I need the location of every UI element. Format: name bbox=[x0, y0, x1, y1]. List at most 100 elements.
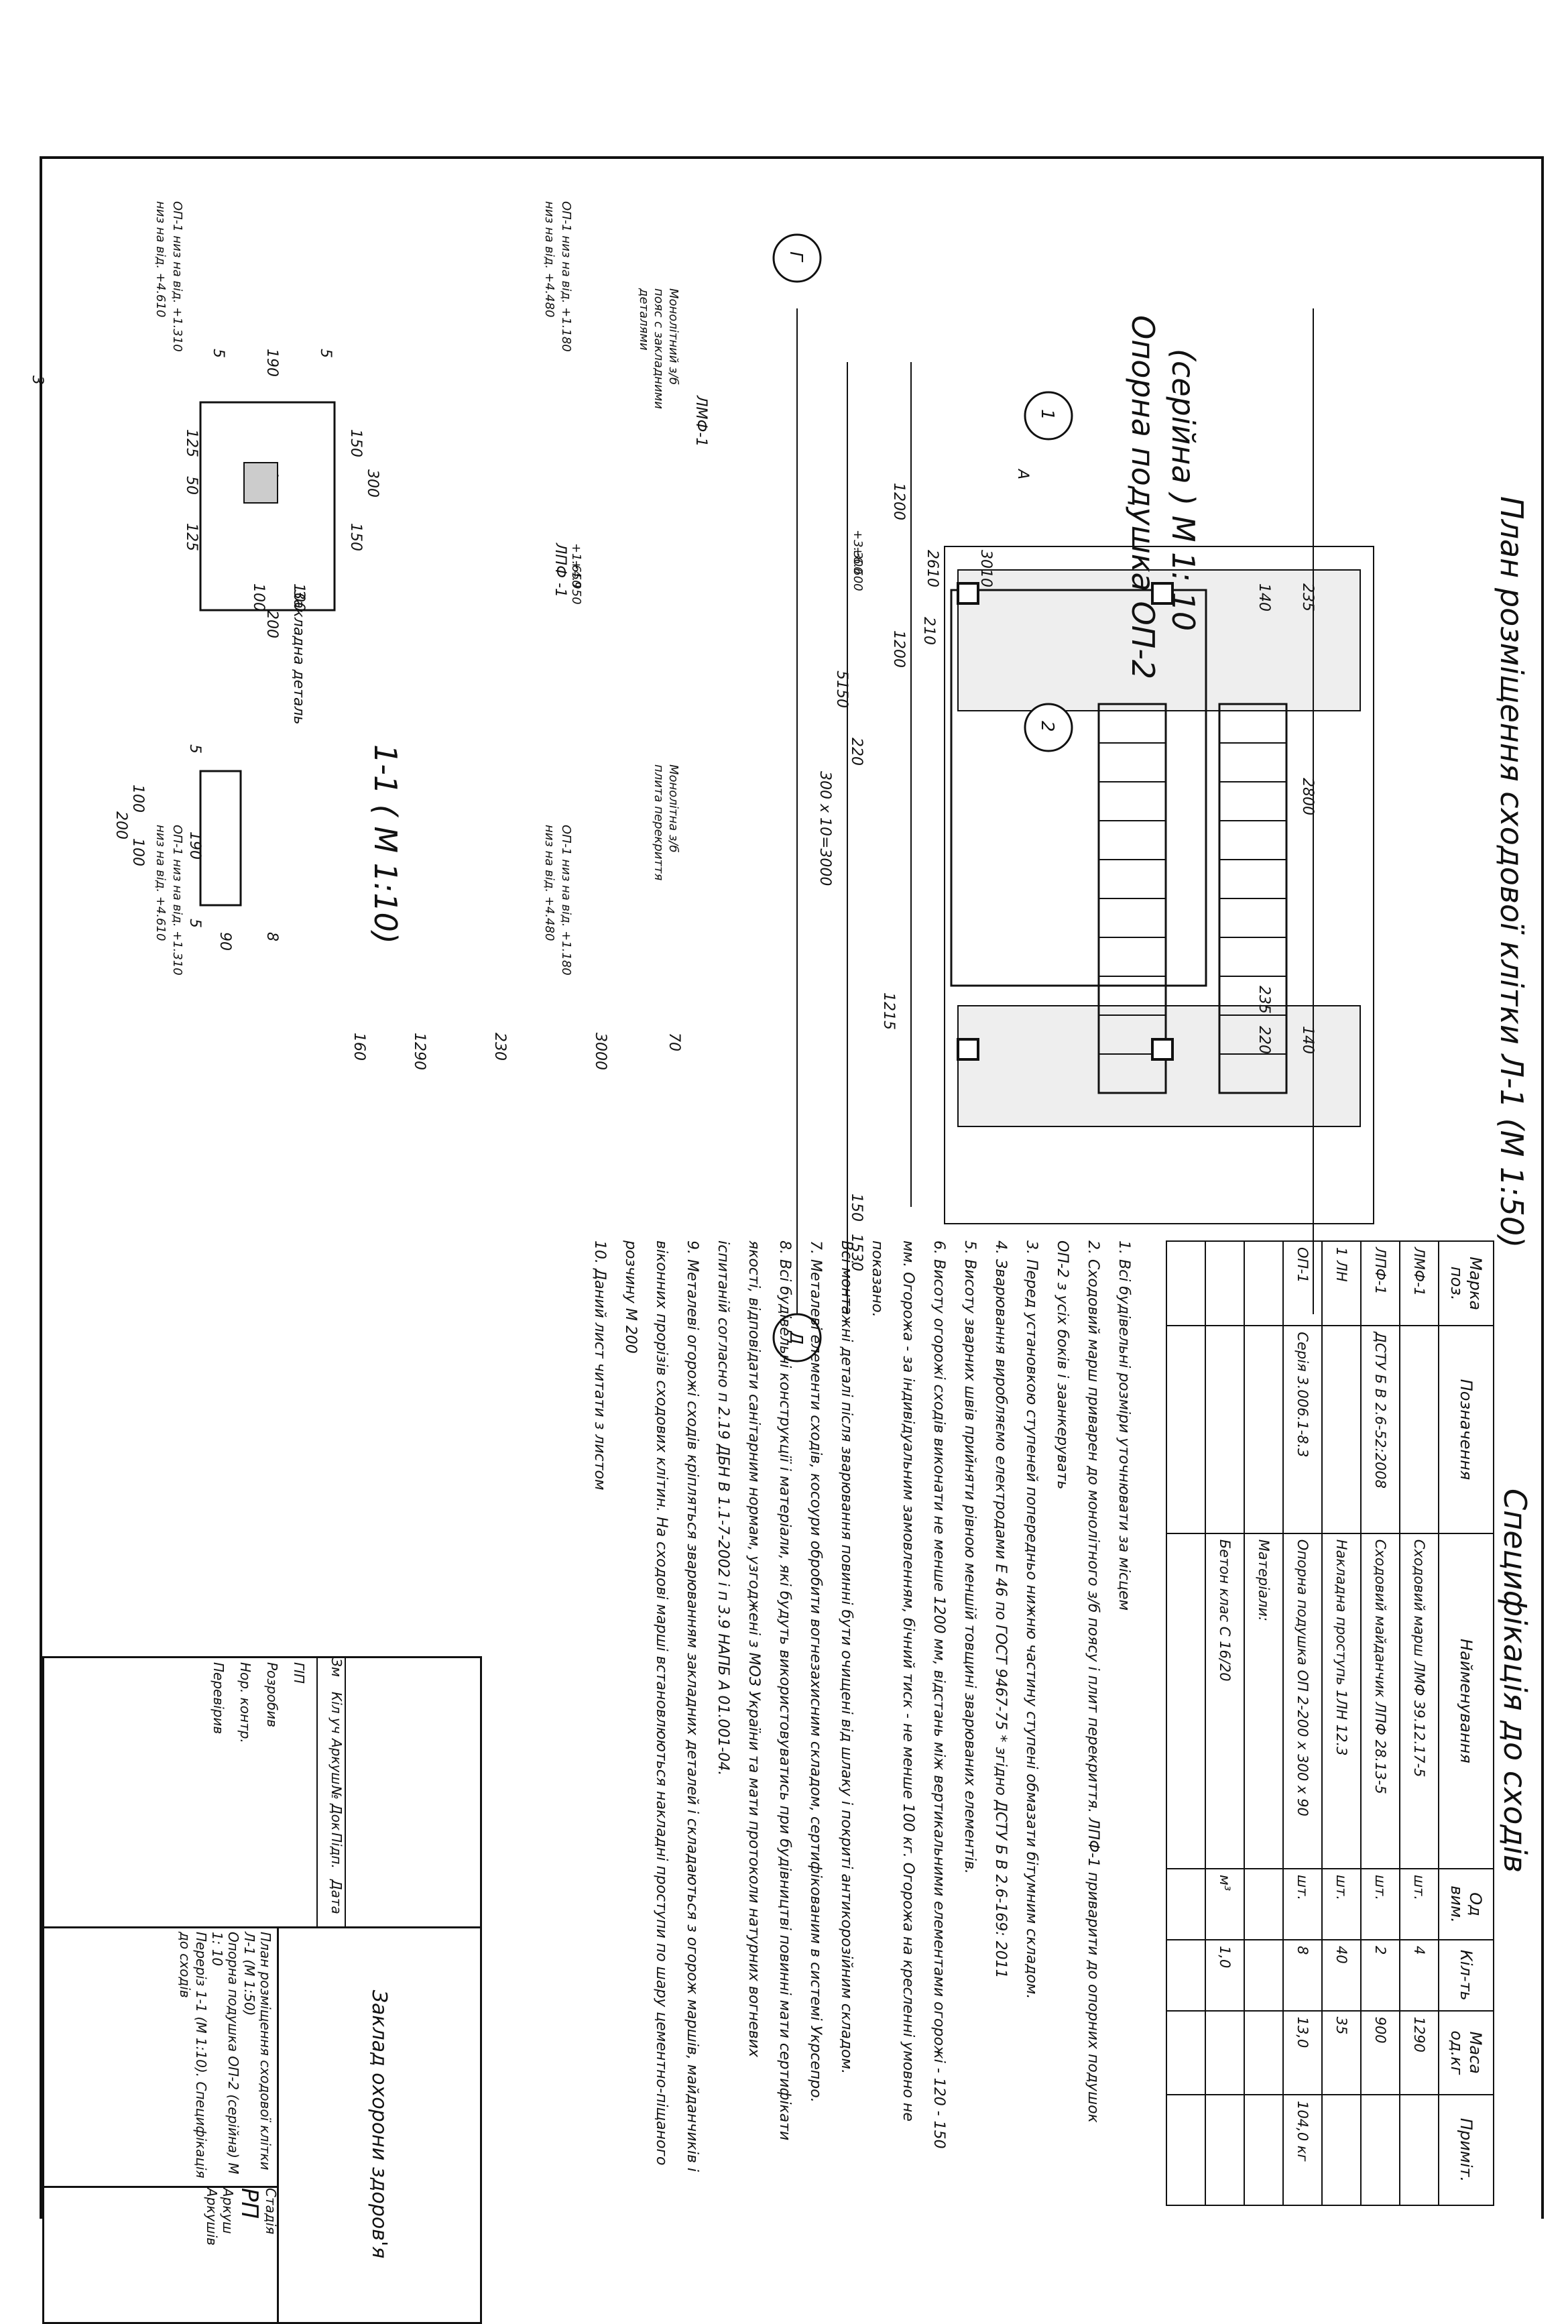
dim-140a: 140 bbox=[1256, 583, 1272, 612]
spec-cell bbox=[1244, 1326, 1283, 1533]
spec-cell bbox=[1244, 2010, 1283, 2095]
sec-dim-5a: 5 bbox=[186, 744, 203, 754]
spec-cell bbox=[1166, 1939, 1205, 2011]
spec-cell bbox=[1205, 1326, 1244, 1533]
op1-bottom-2: низ на від. +4.610 bbox=[154, 825, 168, 941]
note-line: 4. Зварювання виробляємо електродами Е 4… bbox=[992, 1240, 1009, 1979]
role-checker: Перевірив bbox=[210, 1662, 227, 1735]
pad-title: Опорна подушка ОП-2 bbox=[1125, 315, 1161, 679]
note-line: 6. Висоту огорожі сходів виконати не мен… bbox=[930, 1240, 947, 2149]
spec-cell bbox=[1205, 1241, 1244, 1326]
axis-d: Д bbox=[786, 1330, 806, 1344]
spec-cell: 35 bbox=[1322, 2010, 1361, 2095]
spec-cell bbox=[1166, 1241, 1205, 1326]
spec-cell bbox=[1322, 1326, 1361, 1533]
pad-dim-50: 50 bbox=[183, 476, 200, 495]
spec-h-note: Приміт. bbox=[1439, 2095, 1494, 2205]
elev-low-top: +3.300 bbox=[851, 530, 865, 575]
stamp-h-sign: Підп. bbox=[328, 1833, 345, 1869]
spec-cell: Матеріали: bbox=[1244, 1533, 1283, 1869]
mono-slab-1: Монолітна з/б bbox=[666, 764, 680, 853]
label-lmf1: ЛМФ-1 bbox=[692, 395, 709, 447]
spec-row: Матеріали: bbox=[1244, 1241, 1283, 2205]
spec-cell bbox=[1244, 1868, 1283, 1940]
note-line: 8. Всі будівельні конструкції і матеріал… bbox=[776, 1240, 793, 2141]
op1-bottom: ОП-1 низ на від. +1.310 bbox=[170, 825, 184, 976]
spec-cell: Опорна подушка ОП 2-200 х 300 х 90 bbox=[1283, 1533, 1322, 1869]
pad-outline bbox=[199, 401, 336, 612]
spec-cell bbox=[1322, 2095, 1361, 2205]
pad-dim-5a: 5 bbox=[210, 349, 227, 358]
op1-top: ОП-1 низ на від. +1.310 bbox=[170, 201, 184, 352]
sec-dim-5b: 5 bbox=[186, 919, 203, 928]
spec-cell: 1,0 bbox=[1205, 1939, 1244, 2011]
spec-h-unit: Од вим. bbox=[1439, 1868, 1494, 1940]
spec-cell bbox=[1166, 2095, 1205, 2205]
dim-160: 160 bbox=[351, 1033, 367, 1061]
spec-cell: 900 bbox=[1361, 2010, 1400, 2095]
dim-2610: 2610 bbox=[924, 550, 941, 587]
dim-140b: 140 bbox=[1299, 1026, 1316, 1054]
spec-cell: 2 bbox=[1361, 1939, 1400, 2011]
dim-1215: 1215 bbox=[880, 992, 897, 1030]
spec-cell: 40 bbox=[1322, 1939, 1361, 2011]
spec-cell: м³ bbox=[1205, 1868, 1244, 1940]
pad-dim-5b: 5 bbox=[317, 349, 334, 358]
section-title: 1-1 ( М 1:10) bbox=[367, 744, 404, 944]
sec-dim-90: 90 bbox=[217, 932, 233, 951]
spec-cell: шт. bbox=[1322, 1868, 1361, 1940]
dim-3000: 3000 bbox=[592, 1033, 609, 1070]
spec-table: Марка поз. Позначення Найменування Од ви… bbox=[1166, 1240, 1494, 2206]
spec-cell bbox=[1244, 2095, 1283, 2205]
pad-dim-200: 200 bbox=[263, 610, 280, 638]
spec-cell: Накладна проступь 1ЛН 12.3 bbox=[1322, 1533, 1361, 1869]
spec-cell: 1290 bbox=[1400, 2010, 1439, 2095]
spec-title: Специфікація до сходів bbox=[1497, 1489, 1533, 1873]
dim-2800: 2800 bbox=[1299, 778, 1316, 815]
dim-3010: 3010 bbox=[977, 550, 994, 587]
stair-treads bbox=[1099, 703, 1286, 1055]
spec-cell bbox=[1205, 2095, 1244, 2205]
elev-lpf-bot: +4.950 bbox=[569, 560, 583, 605]
note-line: Всі монтажні деталі після зварювання пов… bbox=[838, 1240, 855, 2075]
role-norm-control: Нор. контр. bbox=[237, 1662, 253, 1743]
note-line: якості, відповідати санітарним нормам, у… bbox=[745, 1240, 762, 2058]
spec-cell: ДСТУ Б В 2.6-52:2008 bbox=[1361, 1326, 1400, 1533]
spec-cell: 1 ЛН bbox=[1322, 1241, 1361, 1326]
sheets-header: Аркушів bbox=[204, 2188, 220, 2246]
pad-dim-300: 300 bbox=[364, 469, 381, 498]
sec-dim-190: 190 bbox=[186, 831, 203, 860]
sec-dim-8: 8 bbox=[263, 932, 280, 941]
op1-top-2: низ на від. +4.610 bbox=[154, 201, 168, 317]
role-gip: ГІП bbox=[291, 1662, 307, 1684]
support-pads bbox=[957, 582, 1174, 1061]
notes-block: 1. Всі будівельні розміри уточнювати за … bbox=[584, 1240, 1139, 2206]
dim-230: 230 bbox=[491, 1033, 508, 1061]
stamp-h-sheet: Аркуш bbox=[328, 1739, 345, 1785]
stamp-h-date: Дата bbox=[328, 1879, 345, 1914]
note-line: 2. Сходовий марш приварен до монолітного… bbox=[1085, 1240, 1101, 2123]
elev-lpf-top: +1.650 bbox=[569, 543, 583, 588]
wall-hatch-bottom bbox=[957, 1005, 1361, 1127]
plan-dimension-lines bbox=[796, 308, 1314, 1314]
role-developer: Розробив bbox=[264, 1662, 280, 1727]
axis-g-circle bbox=[772, 233, 822, 283]
spec-h-qty: Кіл-ть bbox=[1439, 1939, 1494, 2011]
note-line: 7. Металеві елементи сходів, косоури обр… bbox=[807, 1240, 824, 2103]
op1-left-2: низ на від. +4.480 bbox=[542, 201, 556, 317]
pad-dim-150a: 150 bbox=[347, 429, 364, 457]
axis-2-circle bbox=[1024, 703, 1073, 752]
spec-cell bbox=[1244, 1241, 1283, 1326]
pad-embed-part bbox=[243, 462, 278, 504]
sheet-title-3: Переріз 1-1 (М 1:10). Специфікація до сх… bbox=[177, 1932, 209, 2178]
spec-cell: 104,0 кг bbox=[1283, 2095, 1322, 2205]
title-block: Зм Кіл уч Аркуш № Док Підп. Дата ГІП Роз… bbox=[42, 1656, 482, 2324]
note-line: показано. bbox=[869, 1240, 886, 1318]
pad-cut-label: 3 bbox=[29, 375, 46, 385]
pad-dim-100a: 100 bbox=[250, 583, 267, 612]
spec-h-mass: Маса од.кг bbox=[1439, 2010, 1494, 2095]
plan-title: План розміщення сходової клітки Л-1 (М 1… bbox=[1494, 496, 1530, 1248]
